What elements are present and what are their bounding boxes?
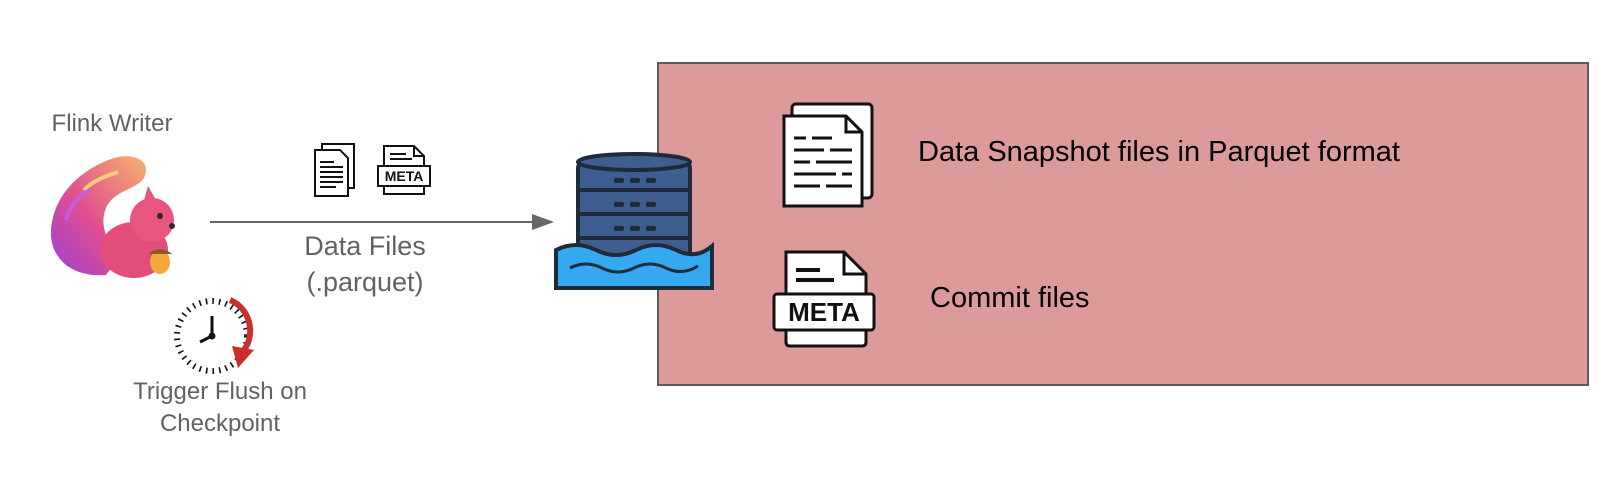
data-lake-database-icon [554, 152, 714, 290]
squirrel-mascot-icon [50, 156, 175, 278]
document-icon [314, 143, 355, 197]
trigger-label-line1: Trigger Flush on [133, 378, 307, 405]
meta-label-small: META [385, 168, 424, 184]
commit-files-label: Commit files [930, 282, 1090, 314]
clock-icon [174, 297, 254, 374]
flow-arrow [210, 214, 554, 230]
data-files-label-line2: (.parquet) [306, 267, 424, 297]
meta-label-large: META [788, 297, 860, 327]
meta-file-icon: META [377, 145, 431, 195]
data-files-label: Data Files (.parquet) [270, 228, 460, 300]
trigger-label-line2: Checkpoint [159, 410, 281, 437]
commit-meta-icon: META [772, 250, 876, 348]
snapshot-document-icon [782, 102, 874, 208]
snapshot-files-label: Data Snapshot files in Parquet format [918, 136, 1400, 168]
data-files-label-line1: Data Files [304, 231, 426, 261]
flink-writer-title: Flink Writer [51, 110, 173, 137]
trigger-flush-label: Trigger Flush on Checkpoint [100, 376, 340, 440]
